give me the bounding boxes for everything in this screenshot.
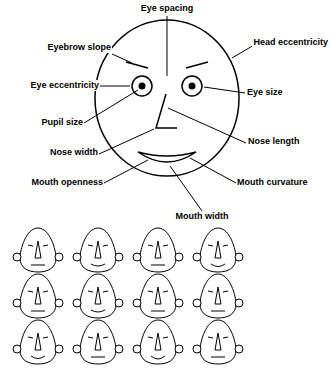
feature-label: Nose length	[247, 136, 301, 147]
face-grid	[13, 228, 243, 364]
feature-label: Head eccentricity	[252, 37, 329, 48]
feature-label: Eye size	[246, 87, 284, 98]
feature-label: Nose width	[49, 147, 99, 158]
feature-label: Eyebrow slope	[46, 42, 112, 53]
feature-label: Mouth curvature	[236, 177, 309, 188]
feature-label: Eye spacing	[140, 3, 195, 14]
feature-label: Mouth openness	[31, 177, 105, 188]
feature-label: Eye eccentricity	[29, 80, 100, 91]
feature-label: Pupil size	[40, 117, 84, 128]
feature-label: Mouth width	[175, 211, 230, 222]
